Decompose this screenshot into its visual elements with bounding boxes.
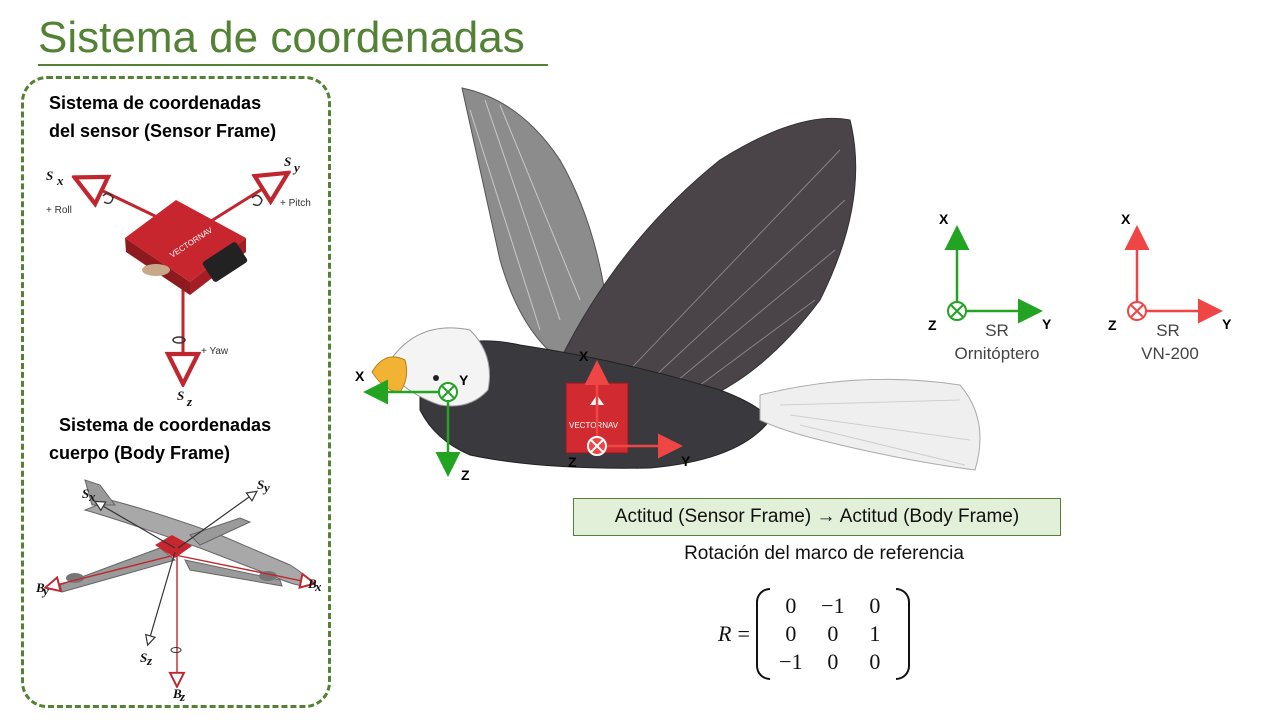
actitud-transform-box: Actitud (Sensor Frame) → Actitud (Body F… xyxy=(573,498,1061,536)
matrix-cell: 0 xyxy=(785,621,797,646)
vn200-name-label: VN-200 xyxy=(1141,344,1199,363)
pitch-label: + Pitch xyxy=(280,198,311,209)
body-sx-label: S xyxy=(82,486,89,501)
sensor-sz-subscript: z xyxy=(186,394,193,409)
matrix-row: −1 0 0 xyxy=(770,648,896,676)
vn200-y-label: Y xyxy=(1222,316,1232,332)
sensor-sy-axis xyxy=(199,176,283,230)
vn200-sr-label: SR xyxy=(1156,321,1180,340)
bird-z-label: Z xyxy=(461,467,470,483)
rotation-matrix: R = 0 −1 0 0 0 1 −1 0 0 xyxy=(718,588,910,680)
airplane-tail xyxy=(84,479,116,506)
roll-label: + Roll xyxy=(46,205,72,216)
yaw-rotation-icon xyxy=(172,336,186,344)
body-frame-illustration: S x S y S z B x B y B z xyxy=(35,477,322,704)
body-by-label: B xyxy=(35,580,45,595)
matrix-cell: 0 xyxy=(869,649,881,674)
body-sz-label: S xyxy=(140,650,147,665)
airplane-right-wing xyxy=(189,517,252,546)
matrix-row: 0 0 1 xyxy=(770,620,896,648)
body-sy-label: S xyxy=(257,477,264,492)
bird-y-label: Y xyxy=(459,372,469,388)
bird-sensor-x-label: X xyxy=(579,348,589,364)
sensor-connector xyxy=(202,242,248,282)
bird-eye xyxy=(433,375,439,381)
ornithopter-bird-illustration: VECTORNAV xyxy=(371,87,981,471)
body-frame-heading-line1: Sistema de coordenadas xyxy=(59,415,272,435)
matrix-cell: −1 xyxy=(779,649,803,674)
sensor-frame-heading-line1: Sistema de coordenadas xyxy=(49,93,262,113)
title-underline xyxy=(38,64,548,66)
ornitoptero-x-label: X xyxy=(939,211,949,227)
slide-title: Sistema de coordenadas xyxy=(38,13,525,62)
body-frame-heading-line2: cuerpo (Body Frame) xyxy=(49,443,231,463)
roll-rotation-icon xyxy=(102,192,114,205)
ornitoptero-z-label: Z xyxy=(928,317,937,333)
sensor-frame-illustration: VECTORNAV S x S y S z + Roll + Pitch + Y… xyxy=(46,154,311,409)
svg-text:y: y xyxy=(41,583,49,598)
matrix-cell: 1 xyxy=(869,621,881,646)
body-by-axis xyxy=(48,554,176,587)
sensor-sz-label: S xyxy=(177,388,184,403)
sensor-frame-heading-line2: del sensor (Sensor Frame) xyxy=(49,121,277,141)
body-bz-label: B xyxy=(172,686,182,701)
vn200-x-label: X xyxy=(1121,211,1131,227)
bird-tail xyxy=(759,378,981,471)
matrix-cell: 0 xyxy=(869,593,881,618)
sensor-sx-subscript: x xyxy=(56,173,64,188)
pitch-rotation-icon xyxy=(251,194,263,207)
vn200-z-label: Z xyxy=(1108,317,1117,333)
frame-ornitoptero: X Y Z SR Ornitóptero xyxy=(928,211,1052,363)
body-sz-axis xyxy=(148,551,176,644)
rotation-caption: Rotación del marco de referencia xyxy=(684,543,964,564)
matrix-equals: = xyxy=(737,621,750,646)
frame-vn200: X Y Z SR VN-200 xyxy=(1108,211,1232,363)
svg-text:x: x xyxy=(314,579,322,594)
yaw-label: + Yaw xyxy=(201,346,229,357)
matrix-row: 0 −1 0 xyxy=(770,592,896,620)
matrix-right-bracket xyxy=(895,588,910,680)
sensor-sy-subscript: y xyxy=(292,160,300,175)
svg-text:z: z xyxy=(146,653,153,668)
left-panel xyxy=(21,76,331,708)
matrix-cell: 0 xyxy=(785,593,797,618)
bird-sensor-y-label: Y xyxy=(681,453,691,469)
svg-text:y: y xyxy=(262,480,270,495)
airplane-engine-left xyxy=(66,573,84,583)
body-sy-axis xyxy=(177,492,256,549)
matrix-cell: 0 xyxy=(827,621,839,646)
body-bx-axis xyxy=(174,554,312,583)
bird-x-label: X xyxy=(355,368,365,384)
matrix-cell: −1 xyxy=(821,593,845,618)
ornitoptero-y-label: Y xyxy=(1042,316,1052,332)
svg-text:x: x xyxy=(88,489,96,504)
svg-text:z: z xyxy=(179,689,186,704)
bird-frame-axes: X Y Z xyxy=(355,368,470,483)
bird-front-wing xyxy=(559,117,857,406)
bird-sensor-z-label: Z xyxy=(568,454,577,470)
matrix-cell: 0 xyxy=(827,649,839,674)
sensor-mount-tab xyxy=(142,264,170,276)
ornitoptero-name-label: Ornitóptero xyxy=(954,344,1039,363)
body-sx-axis xyxy=(96,502,176,549)
sensor-sy-label: S xyxy=(284,154,291,169)
bird-beak xyxy=(371,356,408,393)
bird-head xyxy=(391,327,491,407)
bird-sensor-brand: VECTORNAV xyxy=(569,421,619,430)
body-bx-label: B xyxy=(307,576,317,591)
matrix-left-bracket xyxy=(755,588,770,680)
matrix-table: 0 −1 0 0 0 1 −1 0 0 xyxy=(770,592,896,676)
matrix-lhs: R xyxy=(718,621,732,646)
sensor-sx-label: S xyxy=(46,168,53,183)
ornitoptero-sr-label: SR xyxy=(985,321,1009,340)
bird-sensor-axes: X Y Z xyxy=(568,348,691,470)
